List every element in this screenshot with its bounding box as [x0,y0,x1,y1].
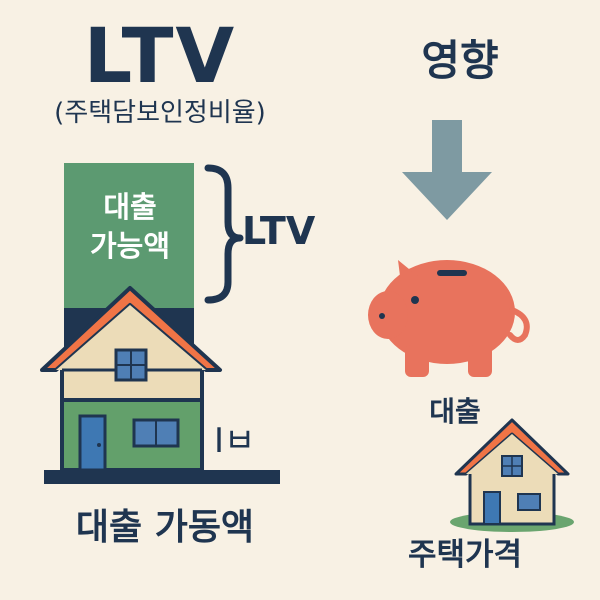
piggy-bank-icon [368,260,530,377]
unit-label: Iㅂ [214,421,256,461]
small-house-icon [450,418,574,532]
down-arrow-icon [402,120,492,220]
loan-label: 대출 [429,395,481,428]
loan-bar-label-line2: 가능액 [89,229,171,264]
piggy-eye [411,296,419,304]
house-icon [40,286,280,484]
ltv-title: LTV [83,11,237,100]
coin-slot [437,270,467,276]
piggy-nostril [379,313,385,319]
ltv-subtitle: (주택담보인정비율) [54,98,266,128]
house-price-label: 주택가격 [407,537,523,573]
loan-bar-label-line1: 대출 [103,190,157,224]
ltv-brace-icon [204,164,244,304]
effect-title: 영향 [421,36,499,85]
loan-available-label: 대출 가동액 [75,507,255,548]
brace-ltv-label: LTV [242,209,316,253]
loan-bar-label: 대출 가능액 [65,188,195,266]
